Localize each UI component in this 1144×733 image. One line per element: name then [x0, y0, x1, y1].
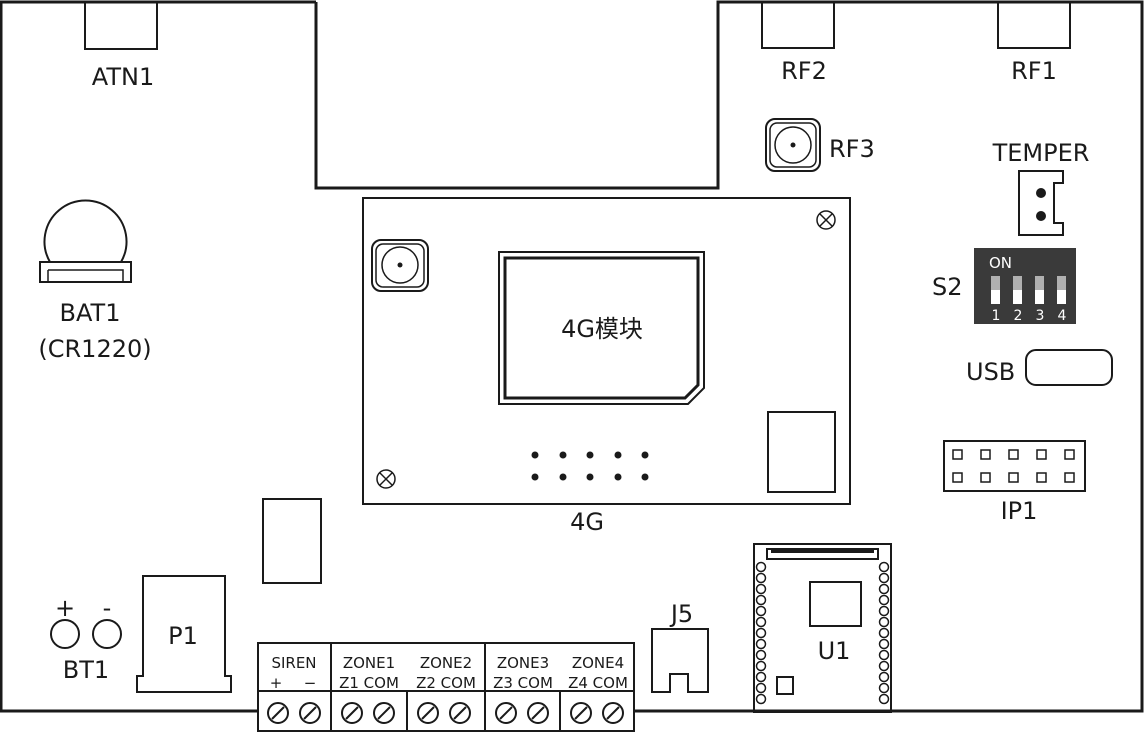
board-edge — [0, 0, 1144, 713]
bat1-type-label: (CR1220) — [38, 335, 151, 363]
dip-pos-1: 1 — [992, 308, 1001, 324]
siren-minus: − — [304, 674, 317, 692]
p1-connector: P1 — [136, 575, 232, 693]
u1-label: U1 — [818, 637, 851, 665]
bat1-battery: BAT1 (CR1220) — [38, 199, 152, 363]
4g-module: 4G模块 4G — [362, 197, 851, 536]
rf2-connector: RF2 — [761, 1, 835, 85]
zone2-title: ZONE2 — [420, 654, 472, 672]
s2-dip-switch: S2 ON 1 2 3 4 — [932, 248, 1076, 324]
temper-label: TEMPER — [992, 139, 1090, 167]
mount-hole-top — [816, 210, 836, 230]
rf3-label: RF3 — [829, 135, 875, 163]
atn1-connector: ATN1 — [84, 1, 158, 91]
rf2-label: RF2 — [781, 57, 827, 85]
siren-title: SIREN — [271, 654, 316, 672]
atn1-label: ATN1 — [92, 63, 154, 91]
dip-pos-3: 3 — [1036, 308, 1045, 324]
u1-module: U1 — [753, 543, 892, 713]
module-label: 4G — [570, 508, 604, 536]
j5-connector: J5 — [651, 600, 709, 693]
zone4-title: ZONE4 — [572, 654, 624, 672]
zone3-title: ZONE3 — [497, 654, 549, 672]
component-rect — [262, 498, 322, 584]
usb-port: USB — [966, 349, 1113, 386]
terminal-block: SIREN + − ZONE1 Z1 COM ZONE2 Z2 COM ZONE… — [257, 642, 635, 732]
rf3-connector: RF3 — [765, 118, 875, 172]
zone1-title: ZONE1 — [343, 654, 395, 672]
p1-label: P1 — [168, 622, 198, 650]
module-chip-label: 4G模块 — [561, 315, 643, 343]
rf1-connector: RF1 — [997, 1, 1071, 85]
ip1-header: IP1 — [943, 440, 1086, 525]
module-chip-inner — [503, 256, 700, 400]
dip-pos-2: 2 — [1014, 308, 1023, 324]
terminal-screws — [267, 702, 624, 724]
zone3-pins: Z3 COM — [493, 674, 553, 692]
j5-label: J5 — [669, 600, 693, 628]
zone1-pins: Z1 COM — [339, 674, 399, 692]
siren-plus: + — [270, 674, 283, 692]
bat1-label: BAT1 — [60, 299, 121, 327]
bt1-plus-label: + — [55, 594, 75, 622]
bt1-label: BT1 — [63, 656, 109, 684]
dip-on-label: ON — [989, 254, 1012, 272]
usb-label: USB — [966, 358, 1015, 386]
u1-pins — [755, 561, 890, 705]
rf1-label: RF1 — [1011, 57, 1057, 85]
temper-switch: TEMPER — [992, 139, 1090, 236]
zone2-pins: Z2 COM — [416, 674, 476, 692]
ip1-label: IP1 — [1001, 497, 1038, 525]
mount-hole-bottom — [376, 469, 396, 489]
bt1-minus-label: - — [103, 594, 112, 622]
module-component — [767, 411, 836, 493]
module-chip-outer — [498, 251, 705, 405]
dip-pos-4: 4 — [1058, 308, 1067, 324]
bt1-pads: + - BT1 — [50, 594, 122, 684]
module-antenna-connector — [371, 239, 429, 292]
module-pads — [531, 451, 649, 481]
zone4-pins: Z4 COM — [568, 674, 628, 692]
s2-label: S2 — [932, 273, 963, 301]
